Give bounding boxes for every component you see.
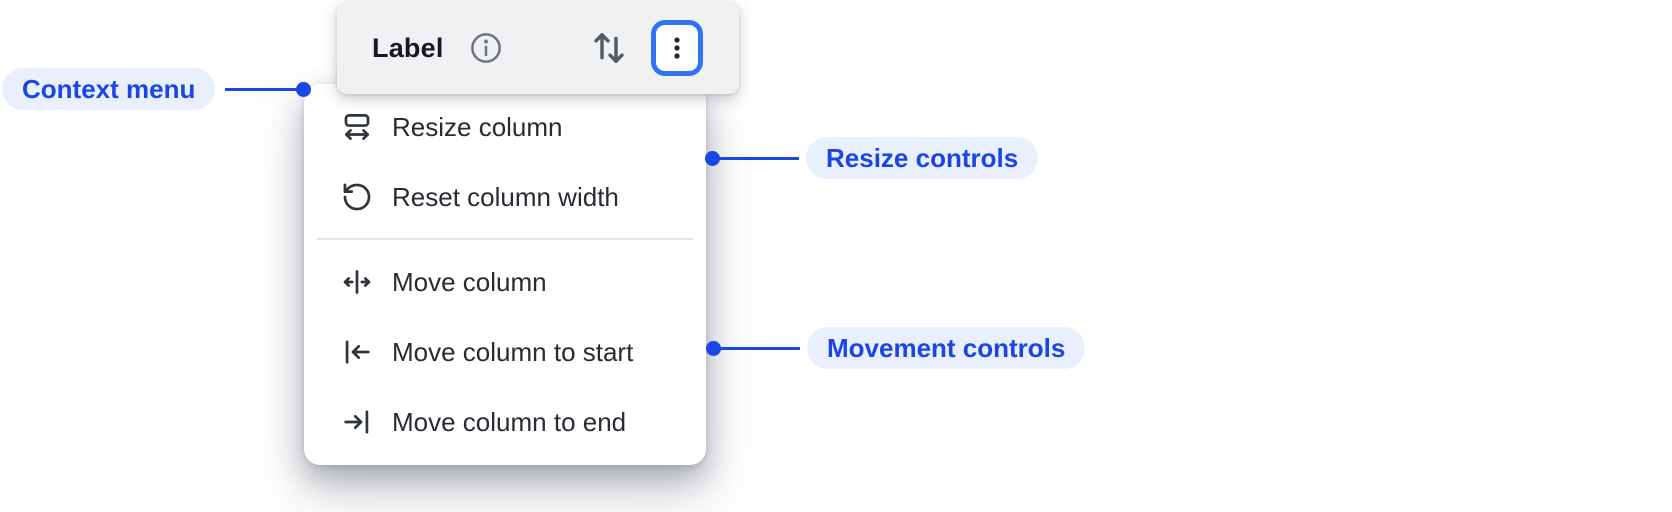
callout-dot	[706, 340, 721, 356]
menu-item-move-column-to-end[interactable]: Move column to end	[304, 387, 706, 457]
column-menu-button[interactable]	[651, 20, 703, 76]
column-context-menu: Resize column Reset column width	[304, 84, 706, 465]
callout-line	[719, 156, 799, 160]
menu-item-label: Move column to end	[392, 406, 627, 437]
column-title: Label	[372, 32, 444, 63]
callout-line	[720, 346, 800, 350]
callout-dot	[705, 150, 720, 166]
reset-column-width-icon	[340, 180, 374, 214]
menu-item-label: Move column to start	[392, 336, 634, 367]
menu-item-label: Reset column width	[392, 181, 619, 212]
callout-pill: Resize controls	[806, 137, 1039, 179]
column-header-bar: Label	[337, 2, 739, 94]
callout-pill: Movement controls	[807, 327, 1086, 369]
resize-column-icon	[340, 110, 374, 144]
menu-item-label: Resize column	[392, 111, 563, 142]
sort-arrows-icon[interactable]	[588, 27, 630, 69]
move-column-icon	[340, 265, 374, 299]
kebab-icon	[662, 33, 692, 63]
callout-pill: Context menu	[2, 68, 216, 110]
callout-resize-controls: Resize controls	[705, 137, 1039, 179]
callout-movement-controls: Movement controls	[706, 327, 1086, 369]
move-column-to-start-icon	[340, 335, 374, 369]
menu-item-move-column-to-start[interactable]: Move column to start	[304, 317, 706, 387]
menu-item-label: Move column	[392, 266, 547, 297]
info-icon[interactable]	[468, 30, 504, 66]
callout-dot	[296, 81, 312, 97]
menu-item-resize-column[interactable]: Resize column	[304, 92, 706, 162]
menu-divider	[317, 238, 693, 240]
callout-line	[225, 87, 298, 91]
callout-context-menu: Context menu	[2, 68, 312, 110]
menu-item-move-column[interactable]: Move column	[304, 247, 706, 317]
menu-item-reset-column-width[interactable]: Reset column width	[304, 162, 706, 232]
move-column-to-end-icon	[340, 405, 374, 439]
